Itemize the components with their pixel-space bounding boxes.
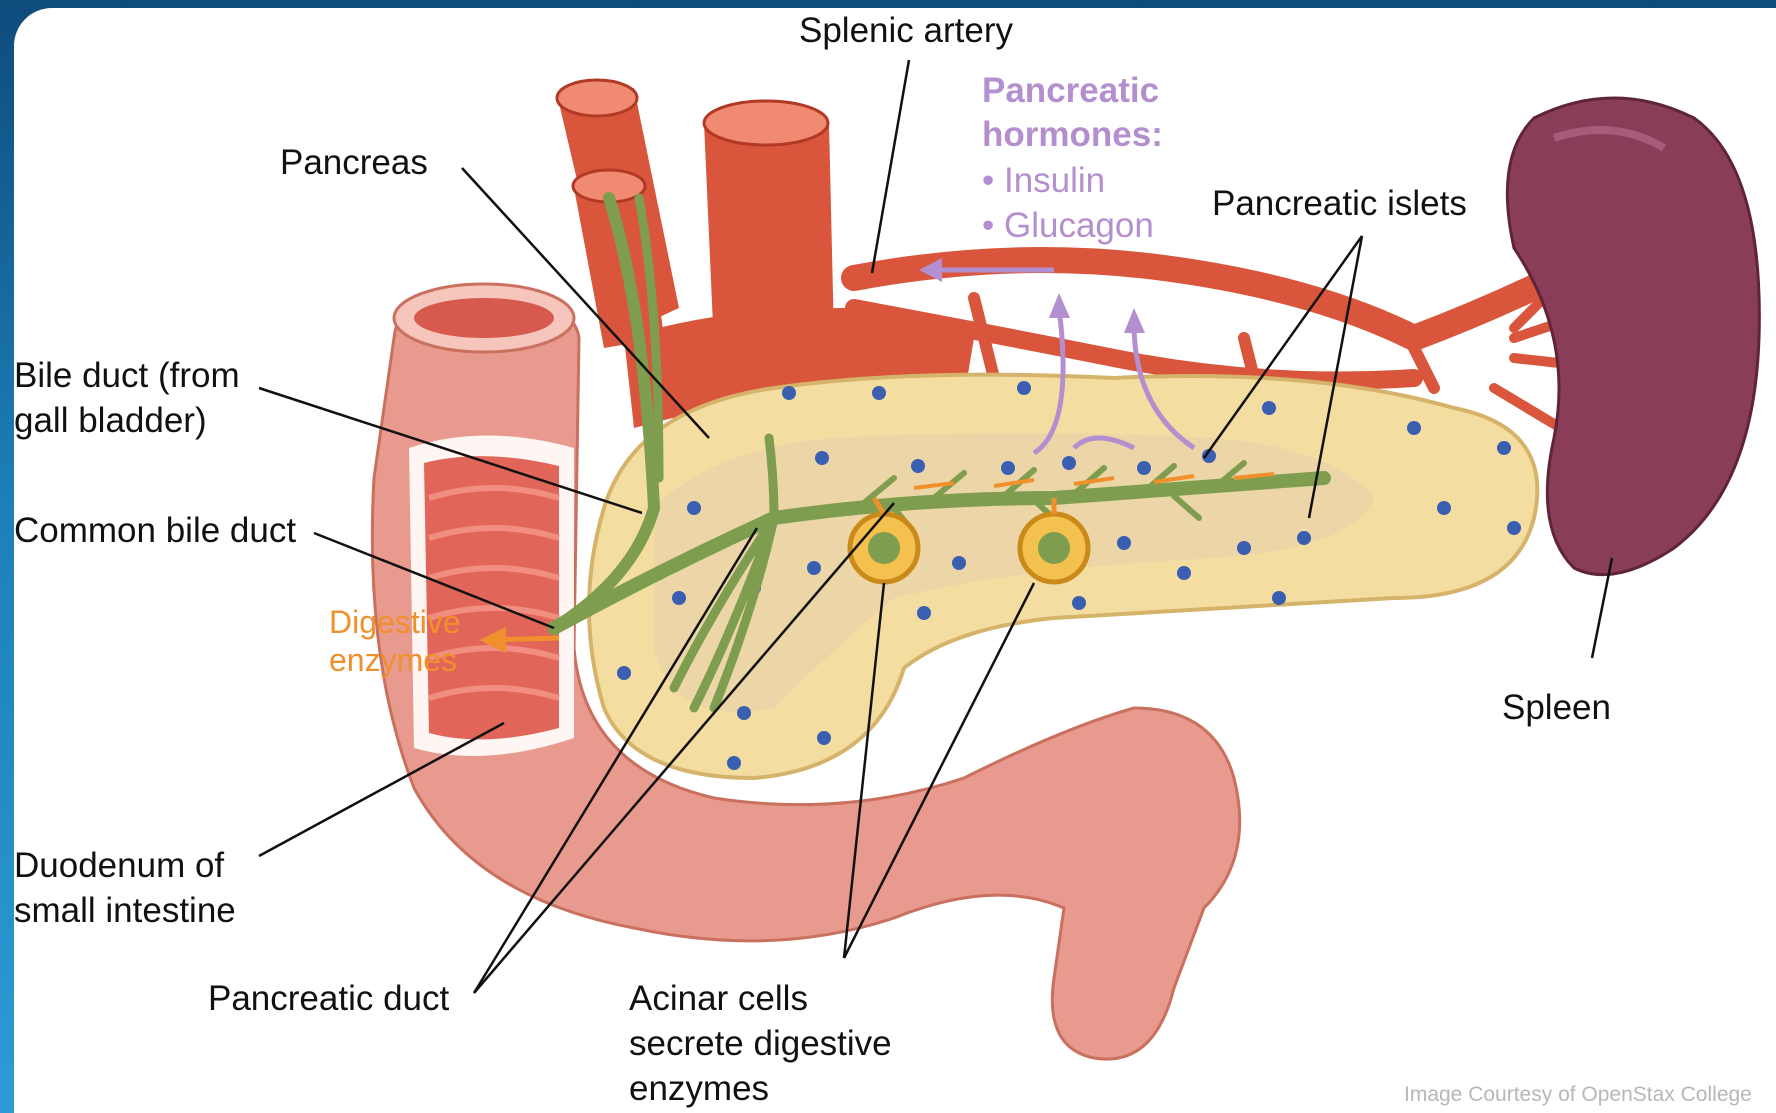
- label-pancreas: Pancreas: [280, 140, 428, 186]
- label-duodenum-line-1: Duodenum of: [14, 843, 224, 889]
- label-glucagon: • Glucagon: [982, 203, 1154, 249]
- spleen-organ: [1507, 98, 1759, 575]
- label-duodenum-line-2: small intestine: [14, 888, 236, 934]
- label-digestive-enzymes-2: enzymes: [329, 641, 457, 679]
- label-hormones-title-1: Pancreatic: [982, 68, 1159, 114]
- label-bile-duct-line-2: gall bladder): [14, 398, 207, 444]
- pancreas-illustration: [14, 8, 1776, 1113]
- label-insulin: • Insulin: [982, 158, 1105, 204]
- label-spleen: Spleen: [1502, 685, 1611, 731]
- label-pancreatic-islets: Pancreatic islets: [1212, 181, 1467, 227]
- slide: Splenic artery Pancreas Pancreatic hormo…: [14, 8, 1776, 1113]
- label-splenic-artery: Splenic artery: [799, 8, 1013, 54]
- label-acinar-line-2: secrete digestive: [629, 1021, 892, 1067]
- label-acinar-line-1: Acinar cells: [629, 976, 808, 1022]
- label-pancreatic-duct: Pancreatic duct: [208, 976, 449, 1022]
- image-credit: Image Courtesy of OpenStax College: [1404, 1083, 1752, 1107]
- label-hormones-title-2: hormones:: [982, 112, 1163, 158]
- label-bile-duct-line-1: Bile duct (from: [14, 353, 240, 399]
- label-common-bile-duct: Common bile duct: [14, 508, 296, 554]
- label-acinar-line-3: enzymes: [629, 1066, 769, 1112]
- label-digestive-enzymes-1: Digestive: [329, 603, 461, 641]
